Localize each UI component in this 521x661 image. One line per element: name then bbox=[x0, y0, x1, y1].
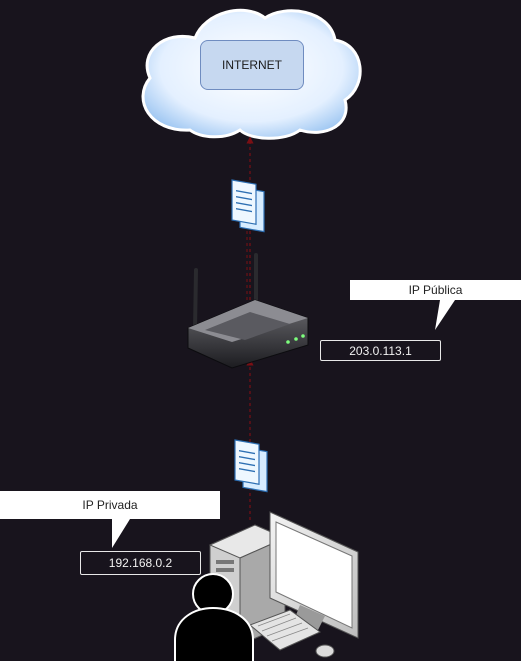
public-ip-callout bbox=[350, 280, 521, 330]
private-ip-label: IP Privada bbox=[82, 498, 138, 512]
user-icon bbox=[174, 573, 254, 661]
internet-label: INTERNET bbox=[200, 40, 304, 90]
private-ip-callout bbox=[0, 491, 220, 548]
packet-icon bbox=[231, 179, 265, 233]
packet-icon bbox=[234, 439, 268, 493]
router-icon bbox=[187, 253, 309, 369]
private-ip-value: 192.168.0.2 bbox=[80, 551, 201, 575]
public-ip-value: 203.0.113.1 bbox=[320, 340, 441, 361]
public-ip-label: IP Pública bbox=[408, 283, 463, 297]
